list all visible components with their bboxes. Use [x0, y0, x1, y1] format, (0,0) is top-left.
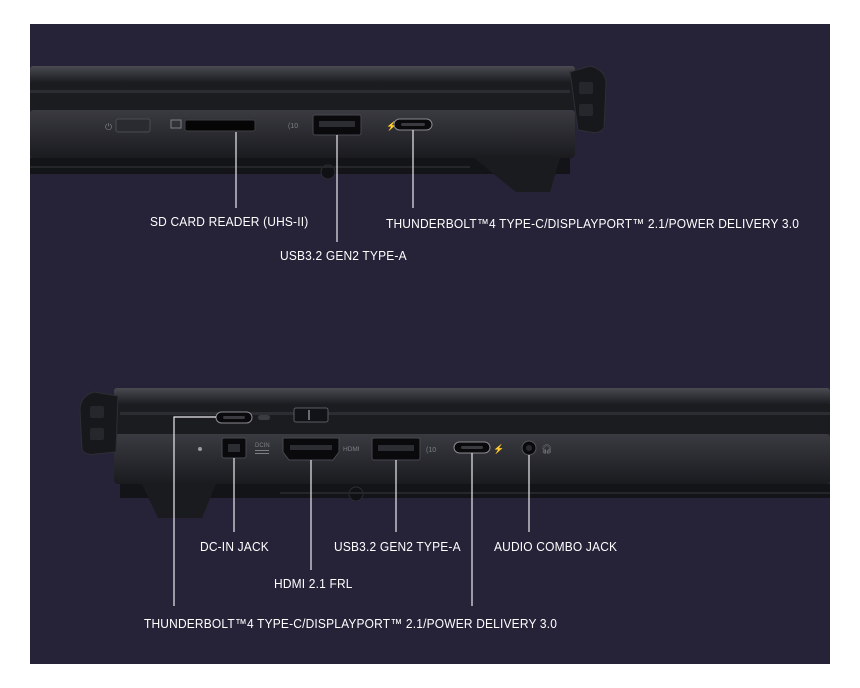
power-button: ⏻ [105, 118, 151, 133]
sd-card-slot [170, 119, 256, 132]
sd-card-icon [170, 119, 182, 129]
laptop-left-side: DCIN HDMI (10 ⚡ 🎧︎ [79, 388, 830, 606]
hdmi-marking: HDMI [343, 446, 360, 453]
label-thunderbolt-top: THUNDERBOLT™4 TYPE-C/DISPLAYPORT™ 2.1/PO… [386, 216, 800, 231]
label-audio-combo: AUDIO COMBO JACK [494, 539, 618, 554]
dc-in-port [221, 437, 247, 459]
webcam-shutter [293, 407, 329, 423]
lid-thunderbolt-port [215, 411, 253, 424]
laptop-side-views: ⏻ (10 ⚡ [30, 65, 830, 606]
top-callout-lines [235, 130, 414, 242]
hdmi-port [282, 437, 340, 461]
product-illustration: ⏻ (10 ⚡ [30, 24, 830, 664]
thunderbolt-bolt-icon: ⚡ [386, 120, 397, 132]
label-dc-in: DC-IN JACK [200, 539, 269, 554]
usb-a-port [312, 114, 362, 136]
label-usb-a-top: USB3.2 GEN2 TYPE-A [280, 248, 407, 263]
audio-jack [521, 440, 537, 456]
headset-icon: 🎧︎ [541, 444, 552, 454]
dc-in-marking: DCIN [255, 443, 270, 449]
label-hdmi: HDMI 2.1 FRL [274, 576, 353, 591]
svg-text:(10: (10 [288, 123, 298, 130]
thunderbolt-port-left [453, 441, 491, 454]
label-thunderbolt-bottom: THUNDERBOLT™4 TYPE-C/DISPLAYPORT™ 2.1/PO… [144, 616, 558, 631]
laptop-right-side: ⏻ (10 ⚡ [30, 65, 607, 242]
label-sd-card-reader: SD CARD READER (UHS-II) [150, 214, 309, 229]
power-icon: ⏻ [105, 122, 112, 132]
status-led [198, 447, 202, 451]
bottom-callout-lines [173, 416, 530, 606]
thunderbolt-bolt-icon: ⚡ [493, 443, 504, 455]
usb-a-port-left [371, 437, 421, 461]
thunderbolt-port [393, 118, 433, 131]
svg-text:(10: (10 [426, 447, 436, 454]
label-usb-a-bottom: USB3.2 GEN2 TYPE-A [334, 539, 461, 554]
